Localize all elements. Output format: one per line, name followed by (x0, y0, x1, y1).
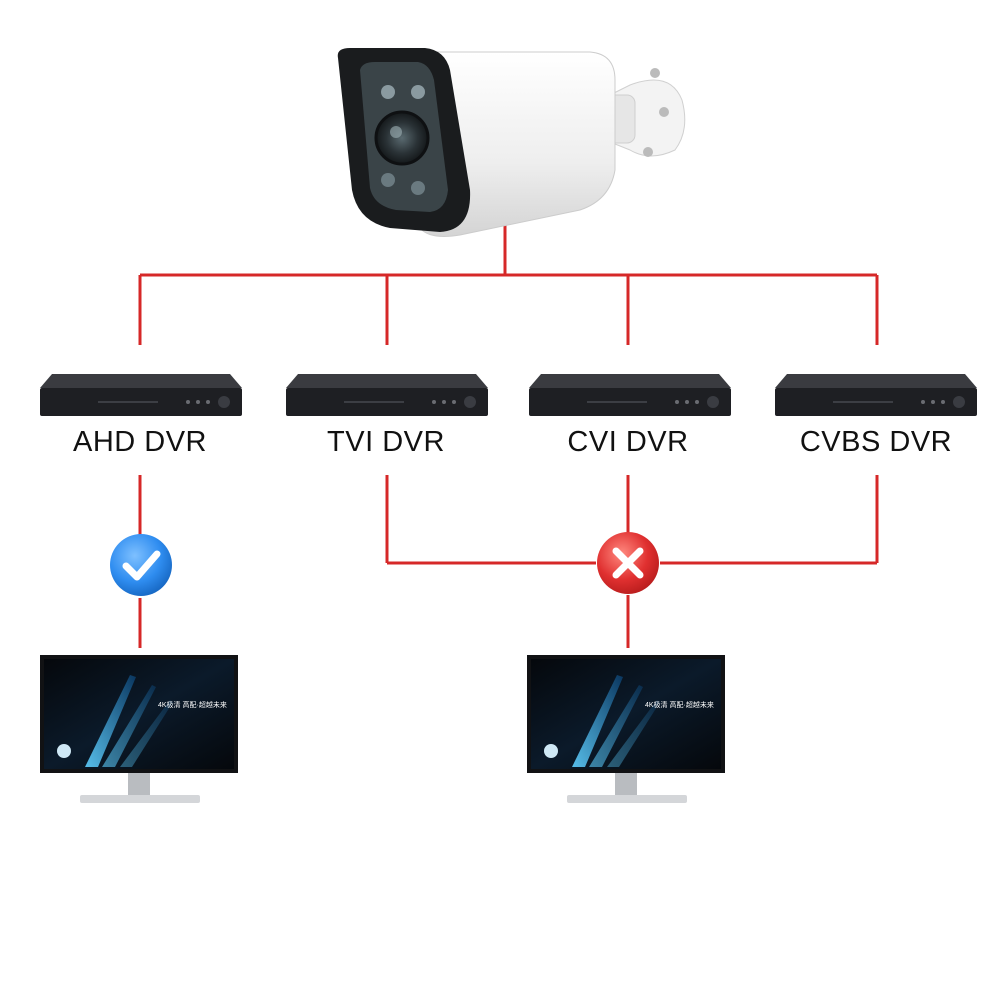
monitor-left: 4K极清 高配·超越未来 (40, 655, 240, 807)
dvr-label-cvi: CVI DVR (508, 426, 748, 459)
dvr-box-tvi (284, 370, 490, 418)
bullet-camera (330, 40, 700, 240)
cross-icon (595, 530, 661, 596)
monitor-caption: 4K极清 高配·超越未来 (645, 700, 714, 709)
dvr-box-cvi (527, 370, 733, 418)
dvr-box-ahd (38, 370, 244, 418)
monitor-caption: 4K极清 高配·超越未来 (158, 700, 227, 709)
check-icon (108, 532, 174, 598)
dvr-box-cvbs (773, 370, 979, 418)
dvr-label-tvi: TVI DVR (266, 426, 506, 459)
dvr-label-cvbs: CVBS DVR (756, 426, 996, 459)
monitor-right: 4K极清 高配·超越未来 (527, 655, 727, 807)
dvr-label-ahd: AHD DVR (20, 426, 260, 459)
